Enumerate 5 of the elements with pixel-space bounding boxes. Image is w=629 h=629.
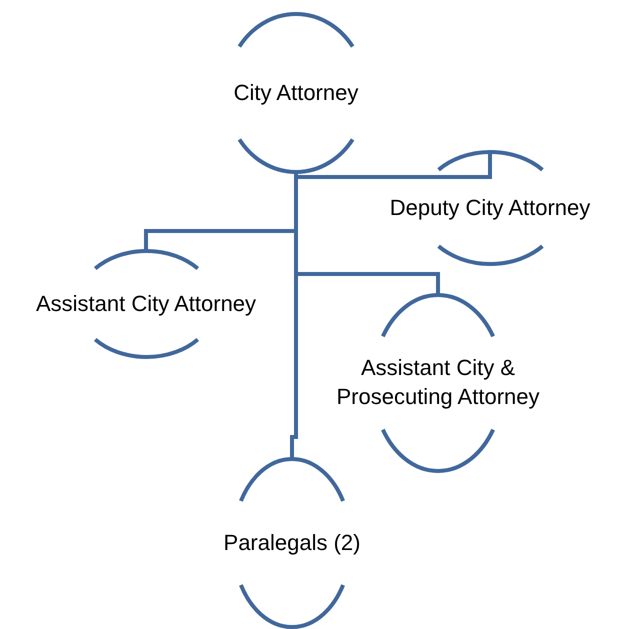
role-title: Assistant City Attorney [34, 290, 258, 318]
role-title: Paralegals (2) [222, 528, 362, 557]
role-title: City Attorney [232, 78, 360, 107]
role-title: Deputy City Attorney [388, 194, 592, 222]
role-title: Assistant City & Prosecuting Attorney [335, 354, 540, 411]
